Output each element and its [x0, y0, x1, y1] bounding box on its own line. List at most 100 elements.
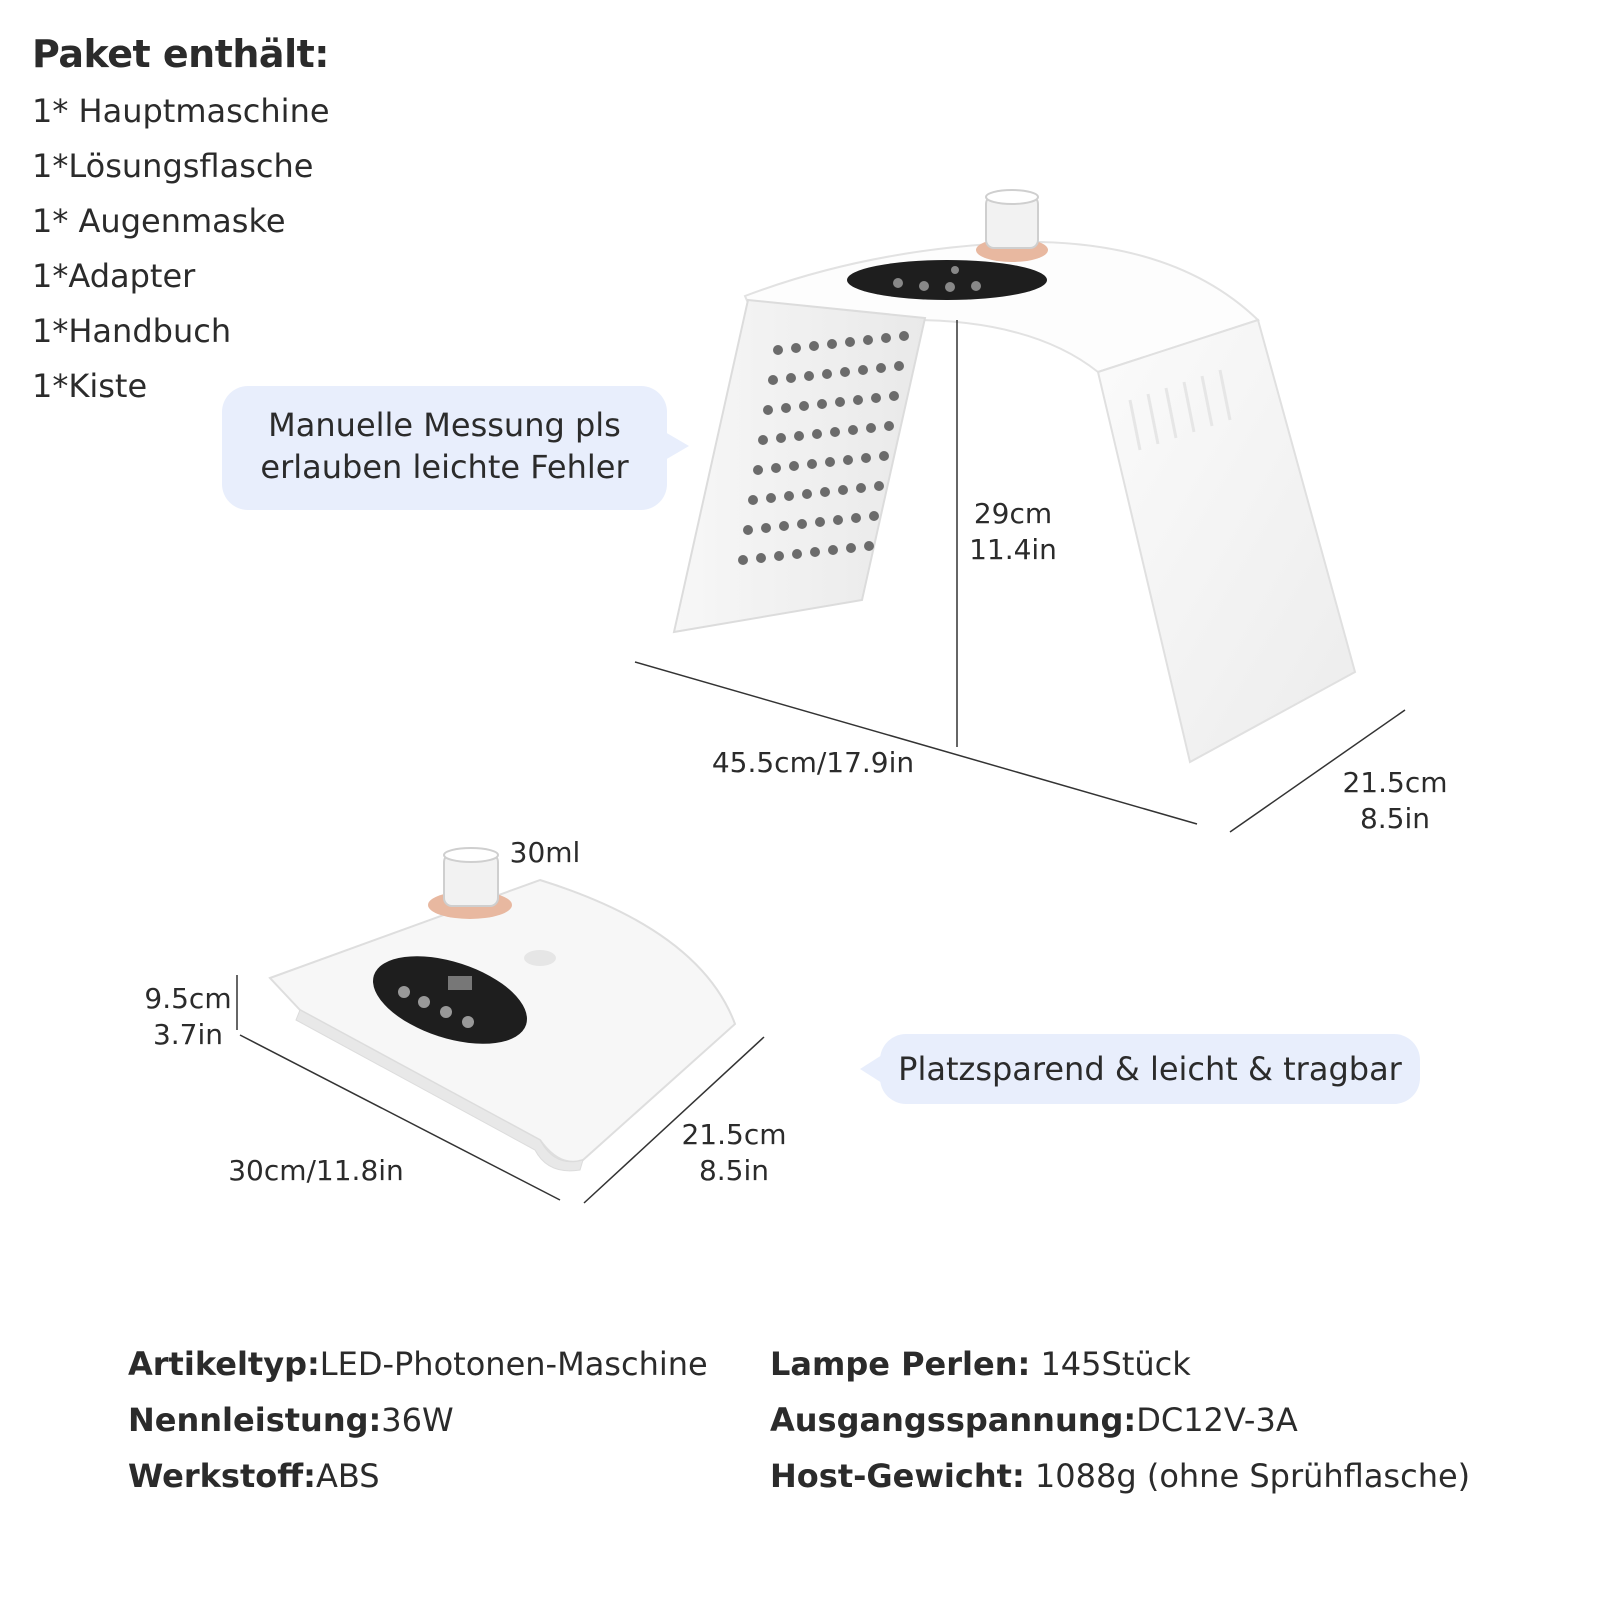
spec-value: 1088g (ohne Sprühflasche)	[1024, 1457, 1471, 1495]
spec-value: 36W	[381, 1401, 454, 1439]
led-bead	[779, 521, 789, 531]
dimension-in: 8.5in	[698, 1154, 770, 1187]
led-bead	[761, 523, 771, 533]
package-item: 1*Handbuch	[32, 312, 232, 350]
led-bead	[881, 333, 891, 343]
led-bead	[871, 393, 881, 403]
package-item: 1*Adapter	[32, 257, 196, 295]
folded-width-label: 30cm/11.8in	[228, 1154, 404, 1187]
spec-power: Nennleistung:36W	[128, 1401, 454, 1439]
led-bead	[848, 425, 858, 435]
dimension-lines-open	[634, 320, 1406, 833]
note-line: erlauben leichte Fehler	[260, 448, 629, 486]
led-bead	[774, 551, 784, 561]
package-item: 1* Hauptmaschine	[32, 92, 330, 130]
led-bead	[748, 495, 758, 505]
dimension-in: 8.5in	[1359, 802, 1431, 835]
led-bead	[804, 371, 814, 381]
led-bead	[830, 427, 840, 437]
open-machine-image	[672, 189, 1357, 764]
spec-value: 145Stück	[1030, 1345, 1191, 1383]
spec-label: Ausgangsspannung:	[770, 1401, 1137, 1439]
dimension-in: 3.7in	[152, 1018, 224, 1051]
package-item: 1*Lösungsflasche	[32, 147, 314, 185]
led-bead	[884, 421, 894, 431]
led-bead	[864, 541, 874, 551]
spec-label: Lampe Perlen:	[770, 1345, 1031, 1383]
led-bead	[756, 553, 766, 563]
led-bead	[828, 545, 838, 555]
folded-depth-label: 21.5cm 8.5in	[674, 1117, 794, 1189]
led-bead	[786, 373, 796, 383]
open-width-label: 45.5cm/17.9in	[711, 746, 915, 779]
dimension-cm: 21.5cm	[1342, 766, 1448, 799]
led-bead	[799, 401, 809, 411]
led-bead	[758, 435, 768, 445]
led-bead	[879, 451, 889, 461]
led-bead	[899, 331, 909, 341]
led-bead	[794, 431, 804, 441]
led-bead	[822, 369, 832, 379]
spec-label: Artikeltyp:	[128, 1345, 320, 1383]
dimension-cm: 29cm	[973, 497, 1053, 530]
spec-weight: Host-Gewicht: 1088g (ohne Sprühflasche)	[770, 1457, 1470, 1495]
led-bead	[768, 375, 778, 385]
led-bead	[810, 547, 820, 557]
package-list: 1* Hauptmaschine 1*Lösungsflasche 1* Aug…	[32, 90, 330, 420]
led-bead	[853, 395, 863, 405]
folded-height-label: 9.5cm 3.7in	[140, 981, 236, 1053]
led-bead	[863, 335, 873, 345]
led-bead	[835, 397, 845, 407]
led-bead	[771, 463, 781, 473]
package-item: 1*Kiste	[32, 367, 148, 405]
led-bead	[840, 367, 850, 377]
led-bead	[846, 543, 856, 553]
spec-value: LED-Photonen-Maschine	[319, 1345, 708, 1383]
led-bead	[766, 493, 776, 503]
led-bead	[797, 519, 807, 529]
led-bead	[858, 365, 868, 375]
dimension-lines-folded	[236, 975, 765, 1204]
led-bead	[815, 517, 825, 527]
led-bead	[743, 525, 753, 535]
led-bead	[827, 339, 837, 349]
spec-label: Werkstoff:	[128, 1457, 316, 1495]
spec-value: DC12V-3A	[1136, 1401, 1298, 1439]
spec-label: Nennleistung:	[128, 1401, 382, 1439]
measurement-note-bubble: Manuelle Messung pls erlauben leichte Fe…	[222, 386, 689, 510]
led-bead	[838, 485, 848, 495]
led-bead	[809, 341, 819, 351]
led-bead	[776, 433, 786, 443]
open-depth-label: 21.5cm 8.5in	[1335, 765, 1455, 837]
led-bead	[856, 483, 866, 493]
led-bead	[825, 457, 835, 467]
led-bead	[817, 399, 827, 409]
dimension-cm: 9.5cm	[144, 982, 232, 1015]
note-line: Manuelle Messung pls	[268, 406, 621, 444]
open-height-label: 29cm 11.4in	[958, 496, 1068, 568]
led-bead	[851, 513, 861, 523]
dimension-cm: 21.5cm	[681, 1118, 787, 1151]
led-bead	[866, 423, 876, 433]
folded-machine-image	[268, 847, 737, 1172]
led-bead	[843, 455, 853, 465]
spec-value: ABS	[315, 1457, 380, 1495]
led-bead	[820, 487, 830, 497]
bottle-volume-label: 30ml	[509, 836, 581, 869]
led-bead	[869, 511, 879, 521]
led-bead	[781, 403, 791, 413]
led-bead	[889, 391, 899, 401]
led-bead	[845, 337, 855, 347]
led-bead	[763, 405, 773, 415]
led-bead	[812, 429, 822, 439]
led-bead	[833, 515, 843, 525]
dimension-in: 11.4in	[969, 533, 1057, 566]
led-bead	[807, 459, 817, 469]
led-bead	[861, 453, 871, 463]
led-bead	[738, 555, 748, 565]
package-title: Paket enthält:	[32, 32, 329, 76]
led-bead	[784, 491, 794, 501]
led-bead	[876, 363, 886, 373]
led-bead	[773, 345, 783, 355]
